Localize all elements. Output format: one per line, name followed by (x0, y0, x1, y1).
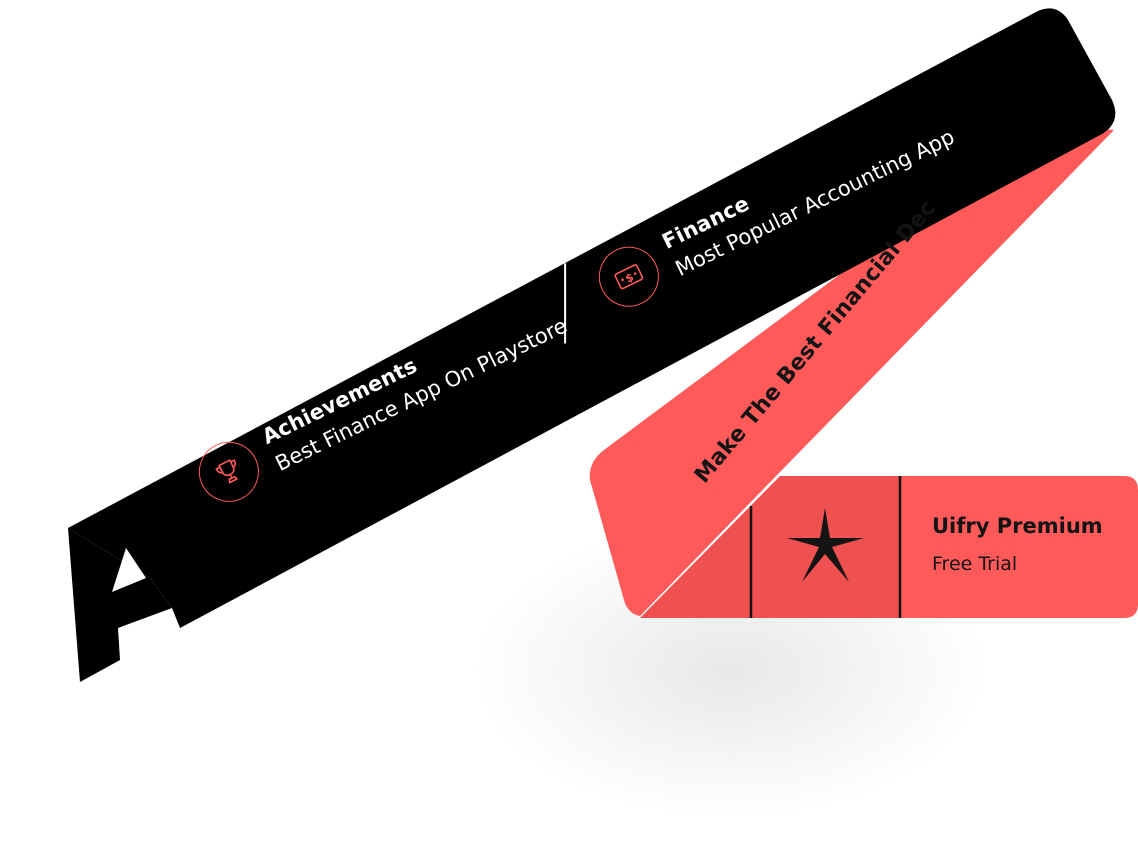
money-bill-icon: $ (614, 264, 644, 290)
trophy-icon (215, 459, 239, 484)
star-burst-icon (787, 508, 864, 582)
premium-card[interactable]: Uifry Premium Free Trial (900, 476, 1138, 618)
achievements-icon-circle (188, 431, 269, 512)
finance-item: $ Finance Most Popular Accounting App (588, 95, 960, 317)
features-strip: Achievements Best Finance App On Playsto… (180, 28, 1091, 575)
premium-title: Uifry Premium (932, 514, 1103, 538)
strip-divider (564, 263, 566, 344)
premium-card-bg (900, 476, 1138, 618)
letter-a-fragment (68, 528, 172, 682)
finance-icon-circle: $ (588, 236, 669, 317)
black-ribbon (68, 8, 1116, 628)
red-ribbon-fold (640, 476, 900, 618)
letter-a-counter (112, 548, 146, 592)
premium-subtitle: Free Trial (932, 553, 1018, 575)
red-ribbon (589, 124, 1114, 616)
achievements-item: Achievements Best Finance App On Playsto… (188, 284, 572, 512)
